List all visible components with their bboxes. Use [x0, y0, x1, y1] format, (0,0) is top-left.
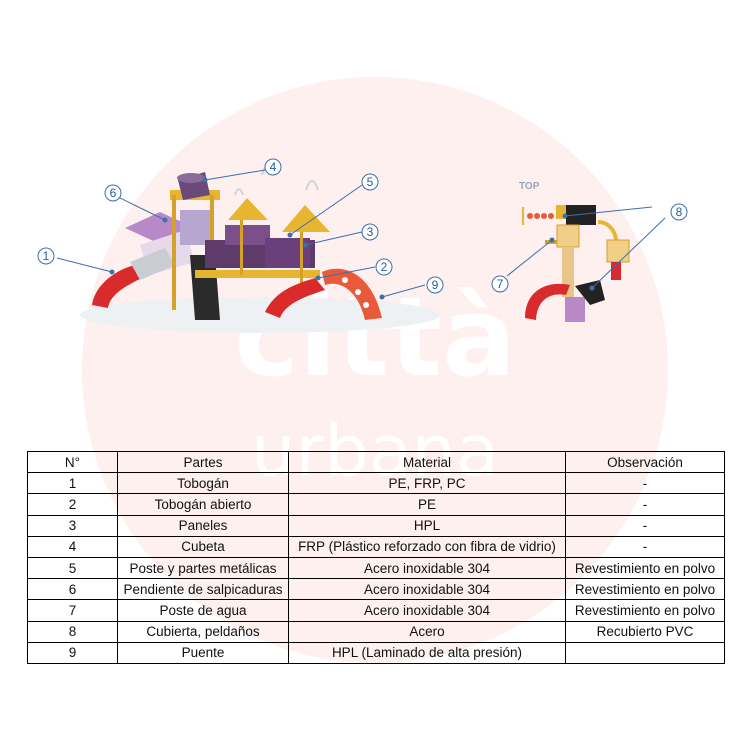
cell-number: 5	[27, 556, 118, 580]
cell-material: Acero inoxidable 304	[288, 578, 566, 601]
cell-part: Tobogán abierto	[117, 493, 289, 516]
table-row: 8 Cubierta, peldaños Acero Recubierto PV…	[27, 620, 725, 643]
header-parts: Partes	[117, 450, 289, 474]
table-row: 1 Tobogán PE, FRP, PC -	[27, 472, 725, 495]
table-row: 4 Cubeta FRP (Plástico reforzado con fib…	[27, 535, 725, 558]
callout-4: 4	[264, 158, 282, 176]
callout-8: 8	[670, 203, 688, 221]
svg-text:6: 6	[110, 186, 117, 200]
cell-observation: -	[565, 493, 725, 516]
cell-number: 9	[27, 641, 118, 664]
cell-part: Poste y partes metálicas	[117, 556, 289, 580]
svg-text:3: 3	[367, 225, 374, 239]
cell-part: Puente	[117, 641, 289, 664]
cell-part: Paneles	[117, 514, 289, 537]
cell-number: 4	[27, 535, 118, 558]
cell-observation: -	[565, 514, 725, 537]
callout-6: 6	[104, 184, 122, 202]
top-view-plan	[522, 205, 630, 322]
cell-part: Tobogán	[117, 472, 289, 495]
callout-2: 2	[375, 258, 393, 276]
cell-number: 2	[27, 493, 118, 516]
callout-1: 1	[37, 247, 55, 265]
header-observation: Observación	[565, 450, 725, 474]
svg-text:9: 9	[432, 278, 439, 292]
callout-3: 3	[361, 223, 379, 241]
cell-number: 6	[27, 578, 118, 601]
cell-number: 1	[27, 472, 118, 495]
top-view-label: TOP	[519, 181, 540, 192]
cell-number: 3	[27, 514, 118, 537]
cell-observation: Revestimiento en polvo	[565, 556, 725, 580]
cell-part: Cubeta	[117, 535, 289, 558]
cell-material: Acero	[288, 620, 566, 643]
cell-part: Poste de agua	[117, 599, 289, 622]
table-row: 2 Tobogán abierto PE -	[27, 493, 725, 516]
cell-material: Acero inoxidable 304	[288, 599, 566, 622]
svg-text:4: 4	[270, 160, 277, 174]
cell-observation: Revestimiento en polvo	[565, 599, 725, 622]
table-row: 3 Paneles HPL -	[27, 514, 725, 537]
table-row: 5 Poste y partes metálicas Acero inoxida…	[27, 556, 725, 580]
cell-observation	[565, 641, 725, 664]
cell-material: Acero inoxidable 304	[288, 556, 566, 580]
cell-observation: Recubierto PVC	[565, 620, 725, 643]
cell-number: 7	[27, 599, 118, 622]
svg-text:7: 7	[497, 277, 504, 291]
table-row: 7 Poste de agua Acero inoxidable 304 Rev…	[27, 599, 725, 622]
svg-text:2: 2	[381, 260, 388, 274]
cell-material: HPL (Laminado de alta presión)	[288, 641, 566, 664]
callout-5: 5	[361, 173, 379, 191]
header-material: Material	[288, 450, 566, 474]
header-number: N°	[27, 450, 118, 474]
cell-observation: -	[565, 535, 725, 558]
cell-part: Pendiente de salpicaduras	[117, 578, 289, 601]
cell-number: 8	[27, 620, 118, 643]
table-row: 9 Puente HPL (Laminado de alta presión)	[27, 641, 725, 664]
svg-text:1: 1	[43, 249, 50, 263]
cell-material: PE	[288, 493, 566, 516]
table-row: 6 Pendiente de salpicaduras Acero inoxid…	[27, 578, 725, 601]
callout-7: 7	[491, 275, 509, 293]
playground-illustration: 1 2 3 4 5 6 9 TOP	[37, 158, 688, 333]
callout-9: 9	[426, 276, 444, 294]
cell-material: PE, FRP, PC	[288, 472, 566, 495]
svg-text:5: 5	[367, 175, 374, 189]
cell-part: Cubierta, peldaños	[117, 620, 289, 643]
cell-observation: -	[565, 472, 725, 495]
table-header-row: N° Partes Material Observación	[27, 450, 725, 474]
cell-observation: Revestimiento en polvo	[565, 578, 725, 601]
cell-material: FRP (Plástico reforzado con fibra de vid…	[288, 535, 566, 558]
parts-table: N° Partes Material Observación 1 Tobogán…	[27, 450, 725, 664]
svg-text:8: 8	[676, 205, 683, 219]
cell-material: HPL	[288, 514, 566, 537]
